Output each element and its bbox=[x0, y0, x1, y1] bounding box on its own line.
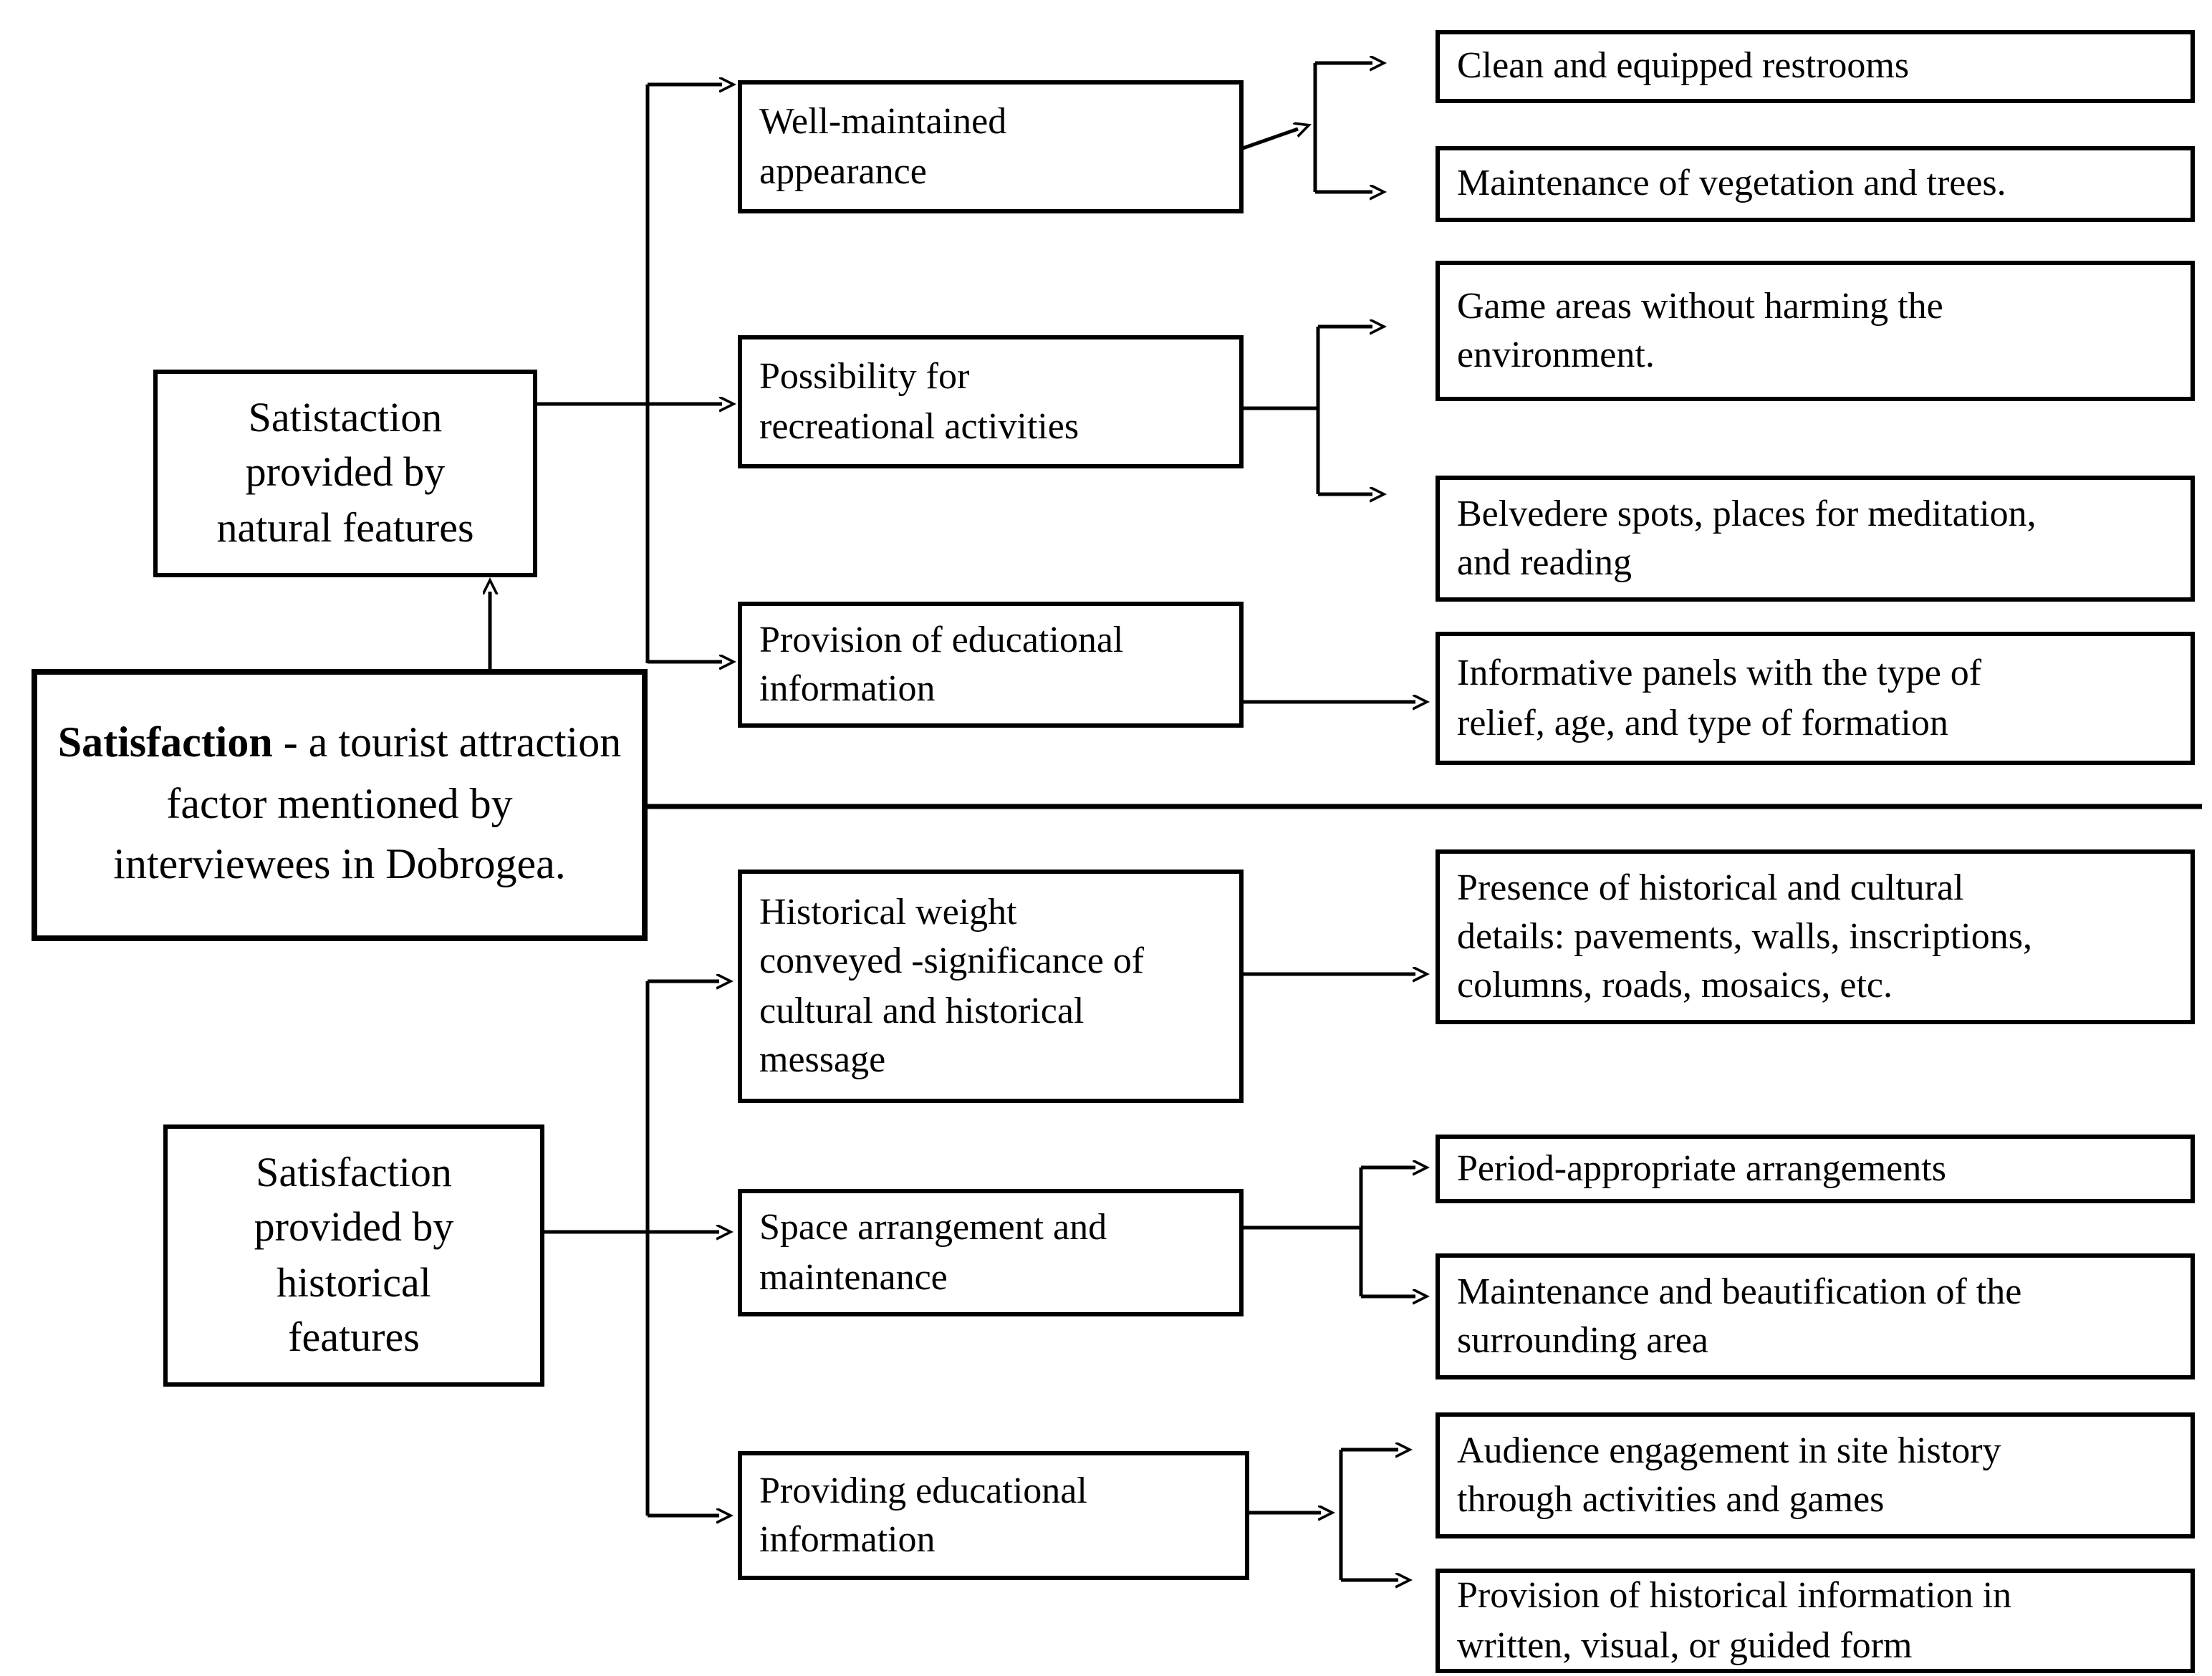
well-maintained-label: Well-maintained appearance bbox=[759, 100, 1007, 191]
root-definition-text: Satisfaction - a tourist attraction fact… bbox=[57, 713, 622, 897]
space-arrangement-box: Space arrangement and maintenance bbox=[738, 1189, 1244, 1316]
clean-restrooms-box: Clean and equipped restrooms bbox=[1436, 30, 2195, 103]
maintenance-beautification-label: Maintenance and beautification of the su… bbox=[1457, 1270, 2022, 1361]
audience-engagement-box: Audience engagement in site history thro… bbox=[1436, 1412, 2195, 1538]
audience-engagement-label: Audience engagement in site history thro… bbox=[1457, 1429, 2001, 1520]
recreational-activities-label: Possibility for recreational activities bbox=[759, 355, 1079, 446]
natural-satisfaction-box: Satistaction provided by natural feature… bbox=[153, 370, 537, 577]
historical-satisfaction-label: Satisfaction provided by historical feat… bbox=[254, 1150, 454, 1361]
well-maintained-box: Well-maintained appearance bbox=[738, 80, 1244, 213]
providing-educational-label: Providing educational information bbox=[759, 1469, 1087, 1560]
belvedere-spots-label: Belvedere spots, places for meditation, … bbox=[1457, 492, 2037, 583]
natural-satisfaction-label: Satistaction provided by natural feature… bbox=[216, 395, 474, 552]
maintenance-vegetation-box: Maintenance of vegetation and trees. bbox=[1436, 146, 2195, 222]
providing-educational-box: Providing educational information bbox=[738, 1451, 1249, 1580]
root-description: - a tourist attraction factor mentioned … bbox=[113, 719, 622, 889]
provision-historical-info-box: Provision of historical information in w… bbox=[1436, 1569, 2195, 1673]
maintenance-beautification-box: Maintenance and beautification of the su… bbox=[1436, 1253, 2195, 1379]
root-definition-box: Satisfaction - a tourist attraction fact… bbox=[32, 669, 648, 941]
game-areas-label: Game areas without harming the environme… bbox=[1457, 284, 1943, 375]
historical-weight-label: Historical weight conveyed -significance… bbox=[759, 890, 1145, 1080]
presence-details-label: Presence of historical and cultural deta… bbox=[1457, 866, 2032, 1006]
root-term: Satisfaction bbox=[57, 719, 273, 767]
game-areas-box: Game areas without harming the environme… bbox=[1436, 261, 2195, 401]
provision-educational-label: Provision of educational information bbox=[759, 618, 1124, 709]
period-arrangements-box: Period-appropriate arrangements bbox=[1436, 1135, 2195, 1203]
clean-restrooms-label: Clean and equipped restrooms bbox=[1457, 44, 1910, 87]
presence-details-box: Presence of historical and cultural deta… bbox=[1436, 849, 2195, 1024]
maintenance-vegetation-label: Maintenance of vegetation and trees. bbox=[1457, 162, 2006, 204]
recreational-activities-box: Possibility for recreational activities bbox=[738, 335, 1244, 468]
space-arrangement-label: Space arrangement and maintenance bbox=[759, 1206, 1107, 1297]
informative-panels-label: Informative panels with the type of reli… bbox=[1457, 652, 1982, 743]
provision-historical-info-label: Provision of historical information in w… bbox=[1457, 1574, 2012, 1665]
informative-panels-box: Informative panels with the type of reli… bbox=[1436, 632, 2195, 765]
period-arrangements-label: Period-appropriate arrangements bbox=[1457, 1147, 1946, 1189]
well-fork-diagonal-arrow bbox=[1240, 129, 1298, 151]
provision-educational-box: Provision of educational information bbox=[738, 602, 1244, 728]
historical-weight-box: Historical weight conveyed -significance… bbox=[738, 870, 1244, 1103]
belvedere-spots-box: Belvedere spots, places for meditation, … bbox=[1436, 476, 2195, 602]
historical-satisfaction-box: Satisfaction provided by historical feat… bbox=[163, 1124, 544, 1387]
